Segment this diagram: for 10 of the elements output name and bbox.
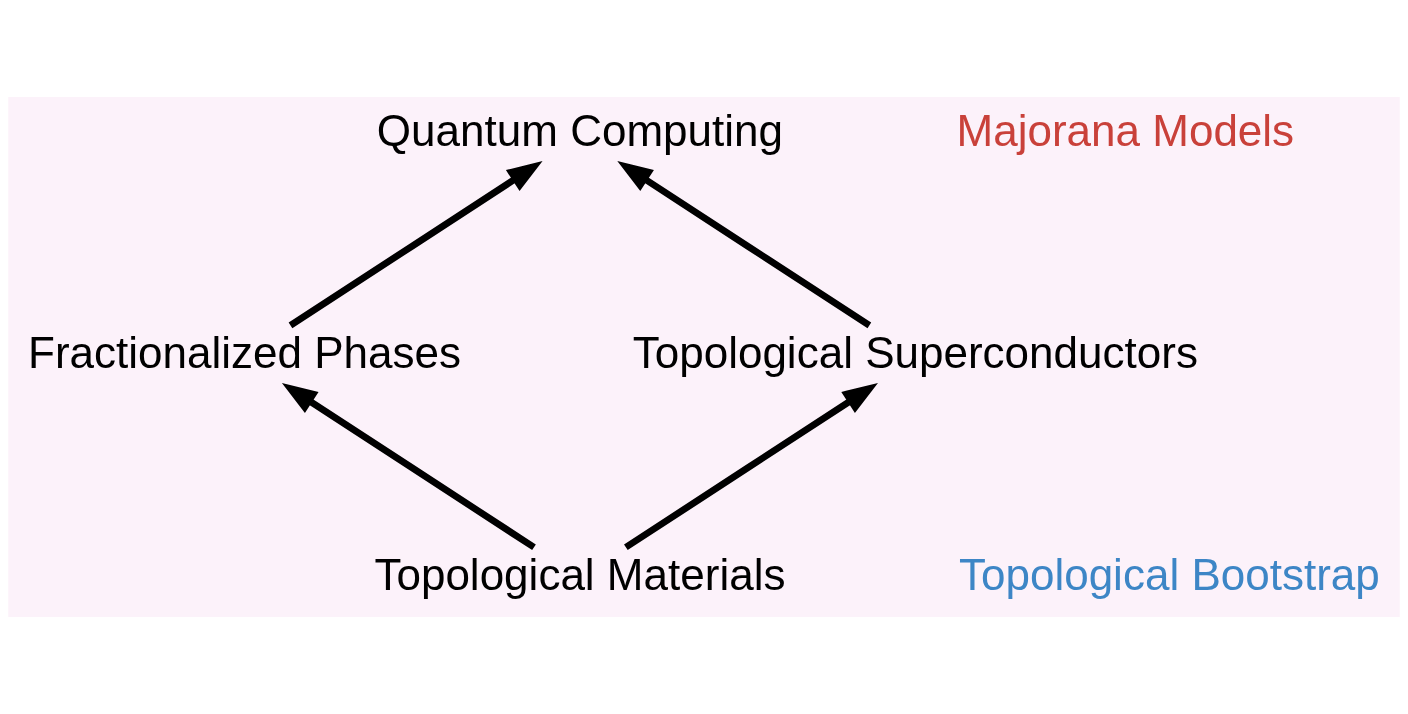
node-text: Topological Materials <box>374 549 786 599</box>
arrow <box>281 383 536 551</box>
arrow <box>617 161 872 329</box>
arrow <box>288 161 543 329</box>
arrow <box>624 383 878 551</box>
node-text: Topological Superconductors <box>632 327 1198 377</box>
label: Topological Bootstrap <box>958 549 1380 599</box>
label: Majorana Models <box>956 105 1295 155</box>
node-text: Fractionalized Phases <box>28 327 462 377</box>
node-text: Quantum Computing <box>376 105 783 155</box>
